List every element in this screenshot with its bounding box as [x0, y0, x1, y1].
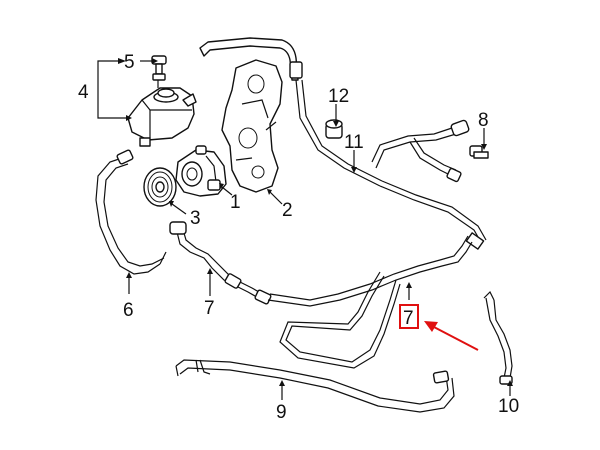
cooler-line — [175, 359, 455, 413]
callout-7-left: 7 — [204, 298, 215, 319]
callout-10: 10 — [498, 396, 519, 417]
power-steering-pump — [175, 145, 227, 197]
return-line-assembly — [295, 79, 487, 250]
callout-12: 12 — [328, 86, 349, 107]
pressure-hose-left — [169, 221, 272, 305]
callout-4: 4 — [78, 82, 89, 103]
suction-hose — [95, 149, 167, 275]
callout-11: 11 — [344, 132, 364, 153]
return-hose-right — [483, 290, 513, 385]
pump-pulley — [143, 167, 177, 207]
reservoir — [127, 87, 197, 147]
callout-8: 8 — [478, 110, 489, 131]
callout-1: 1 — [230, 192, 241, 213]
callout-2: 2 — [282, 200, 293, 221]
pump-bracket — [221, 59, 283, 193]
callout-5: 5 — [124, 52, 135, 73]
leader-arrowheads — [118, 58, 513, 386]
banjo-bolt — [469, 145, 489, 159]
callout-3: 3 — [190, 208, 201, 229]
highlight-box — [399, 304, 419, 329]
upper-return-hose — [199, 37, 303, 81]
callout-7-highlighted: 7 — [403, 308, 414, 329]
callout-6: 6 — [123, 300, 134, 321]
callout-9: 9 — [276, 402, 287, 423]
mount-grommet — [325, 119, 343, 139]
pressure-line-main — [267, 235, 473, 369]
highlight-arrow — [424, 321, 479, 351]
